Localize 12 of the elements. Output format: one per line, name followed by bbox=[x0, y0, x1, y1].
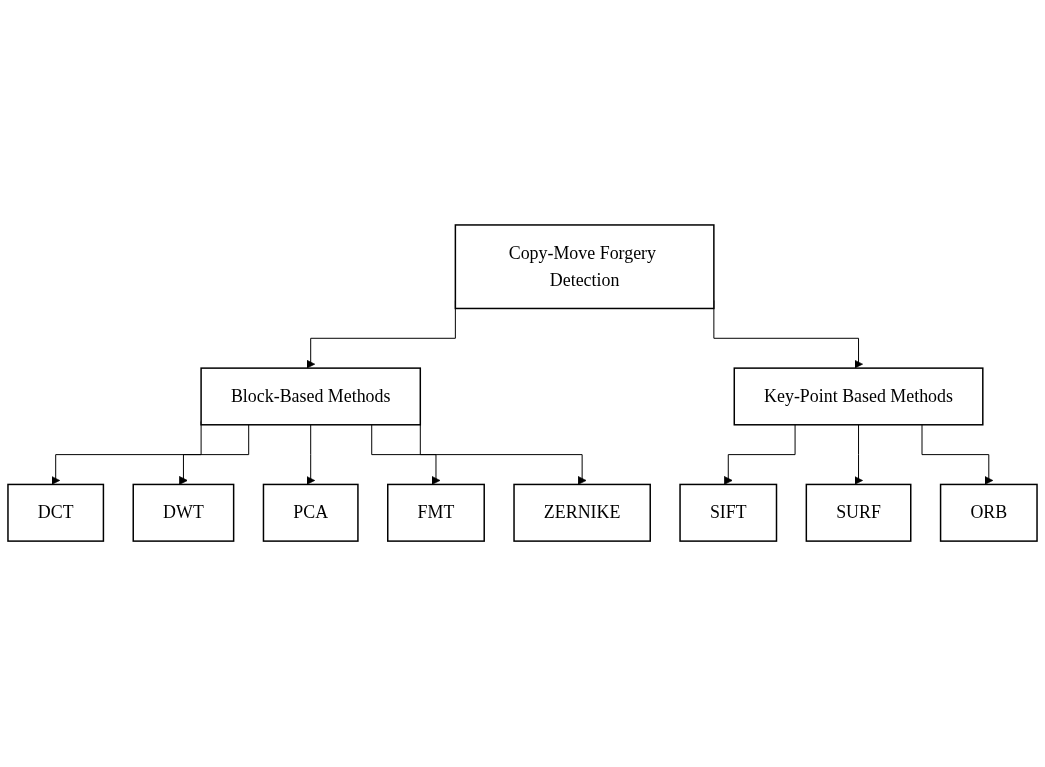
arrow bbox=[306, 424, 316, 486]
node-box: DWT bbox=[132, 484, 235, 543]
node-box: PCA bbox=[262, 484, 359, 543]
node-box: SURF bbox=[805, 484, 912, 543]
node-box: SIFT bbox=[679, 484, 778, 543]
node-box: Block-Based Methods bbox=[200, 367, 422, 426]
node-box: DCT bbox=[7, 484, 105, 543]
node-box: FMT bbox=[387, 484, 485, 543]
node-box: Copy-Move Forgery Detection bbox=[454, 224, 715, 310]
node-box: ZERNIKE bbox=[513, 484, 651, 543]
node-box: Key-Point Based Methods bbox=[733, 367, 984, 426]
node-box: ORB bbox=[939, 484, 1038, 543]
